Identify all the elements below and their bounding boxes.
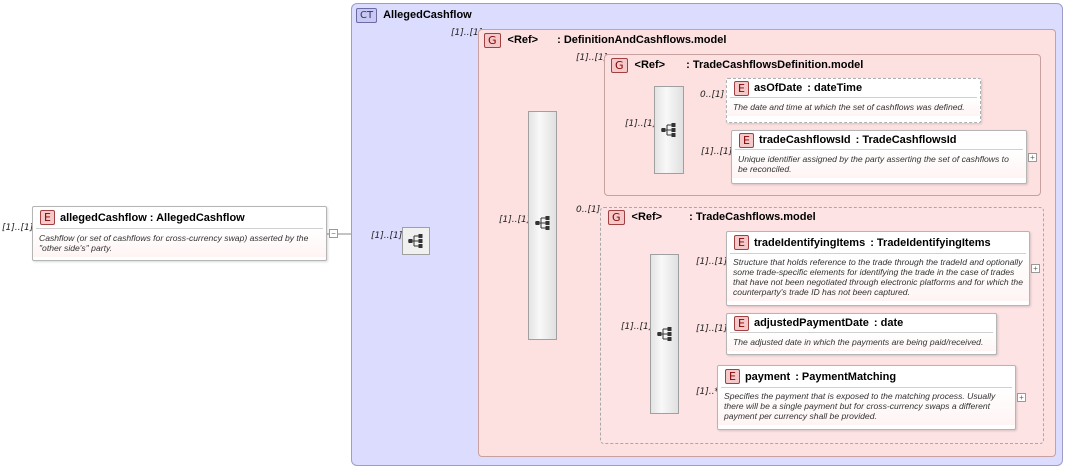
sequence-icon bbox=[656, 327, 674, 346]
group-badge: G bbox=[484, 32, 501, 48]
adjustedPaymentDate-cardinality: [1]..[1] bbox=[696, 324, 728, 334]
sequence-bar-outer bbox=[528, 111, 557, 340]
element-payment[interactable]: E payment : PaymentMatching Specifies th… bbox=[717, 365, 1016, 430]
element-type: : TradeCashflowsId bbox=[855, 134, 957, 146]
element-badge: E bbox=[734, 315, 749, 331]
payment-cardinality: [1]..* bbox=[696, 387, 719, 397]
element-name: asOfDate bbox=[753, 82, 803, 94]
group-badge: G bbox=[608, 209, 625, 225]
element-doc: The adjusted date in which the payments … bbox=[727, 333, 996, 351]
complex-type-badge: CT bbox=[356, 7, 378, 23]
complex-type-name: AllegedCashflow bbox=[383, 9, 472, 21]
group-def-cardinality: [1]..[1] bbox=[576, 53, 608, 63]
root-cardinality: [1]..[1] bbox=[2, 223, 34, 233]
element-type: : date bbox=[873, 317, 904, 329]
group-def-name: : TradeCashflowsDefinition.model bbox=[686, 59, 864, 71]
element-type: : TradeIdentifyingItems bbox=[870, 236, 991, 249]
element-tradeIdentifyingItems[interactable]: E tradeIdentifyingItems : TradeIdentifyi… bbox=[726, 231, 1030, 306]
seq-cf-cardinality: [1]..[1] bbox=[621, 322, 653, 332]
root-element-name: allegedCashflow : AllegedCashflow bbox=[59, 211, 245, 224]
expand-toggle[interactable]: + bbox=[1017, 393, 1026, 402]
element-doc: Specifies the payment that is exposed to… bbox=[718, 388, 1015, 425]
element-type: : dateTime bbox=[807, 82, 863, 94]
element-name: payment bbox=[744, 370, 791, 383]
element-doc: Unique identifier assigned by the party … bbox=[732, 150, 1026, 178]
group-cf-header: G <Ref> : TradeCashflows.model bbox=[608, 209, 816, 225]
group-outer-name: : DefinitionAndCashflows.model bbox=[557, 34, 727, 46]
group-def-header: G <Ref> : TradeCashflowsDefinition.model bbox=[611, 57, 863, 73]
group-cf-name: : TradeCashflows.model bbox=[689, 211, 816, 223]
seq-def-cardinality: [1]..[1] bbox=[625, 119, 657, 129]
element-doc: Structure that holds reference to the tr… bbox=[727, 254, 1029, 301]
element-badge: E bbox=[734, 80, 749, 96]
tradeCashflowsId-cardinality: [1]..[1] bbox=[701, 147, 733, 157]
element-type: : PaymentMatching bbox=[795, 370, 897, 383]
root-element-doc: Cashflow (or set of cashflows for cross-… bbox=[33, 229, 326, 257]
group-outer-cardinality: [1]..[1] bbox=[451, 28, 483, 38]
element-badge: E bbox=[734, 235, 749, 250]
expand-toggle[interactable]: + bbox=[1031, 264, 1040, 273]
root-element-allegedCashflow[interactable]: E allegedCashflow : AllegedCashflow Cash… bbox=[32, 206, 327, 261]
element-badge: E bbox=[739, 132, 754, 148]
asOfDate-cardinality: 0..[1] bbox=[700, 90, 725, 100]
group-cf-cardinality: 0..[1] bbox=[576, 205, 601, 215]
element-name: tradeIdentifyingItems bbox=[753, 236, 866, 249]
element-name: adjustedPaymentDate bbox=[753, 317, 869, 329]
element-name: tradeCashflowsId bbox=[758, 134, 851, 146]
expand-toggle[interactable]: + bbox=[1028, 153, 1037, 162]
element-badge: E bbox=[40, 210, 55, 225]
group-ref-label: <Ref> bbox=[507, 34, 539, 46]
group-outer-header: G <Ref> : DefinitionAndCashflows.model bbox=[484, 32, 726, 48]
seq-outer-cardinality: [1]..[1] bbox=[499, 215, 531, 225]
element-tradeCashflowsId[interactable]: E tradeCashflowsId : TradeCashflowsId Un… bbox=[731, 130, 1027, 184]
tradeIdentifyingItems-cardinality: [1]..[1] bbox=[696, 257, 728, 267]
seq-root-cardinality: [1]..[1] bbox=[371, 231, 403, 241]
group-badge: G bbox=[611, 57, 628, 73]
sequence-icon bbox=[402, 227, 430, 255]
collapse-toggle[interactable]: − bbox=[329, 229, 338, 238]
element-asOfDate[interactable]: E asOfDate : dateTime The date and time … bbox=[726, 78, 981, 123]
group-ref-label: <Ref> bbox=[634, 59, 666, 71]
element-doc: The date and time at which the set of ca… bbox=[727, 98, 980, 116]
group-ref-label: <Ref> bbox=[631, 211, 663, 223]
element-badge: E bbox=[725, 369, 740, 384]
element-adjustedPaymentDate[interactable]: E adjustedPaymentDate : date The adjuste… bbox=[726, 313, 997, 355]
sequence-icon bbox=[660, 123, 678, 142]
complex-type-header: CT AllegedCashflow bbox=[356, 7, 472, 23]
sequence-icon bbox=[534, 216, 552, 235]
